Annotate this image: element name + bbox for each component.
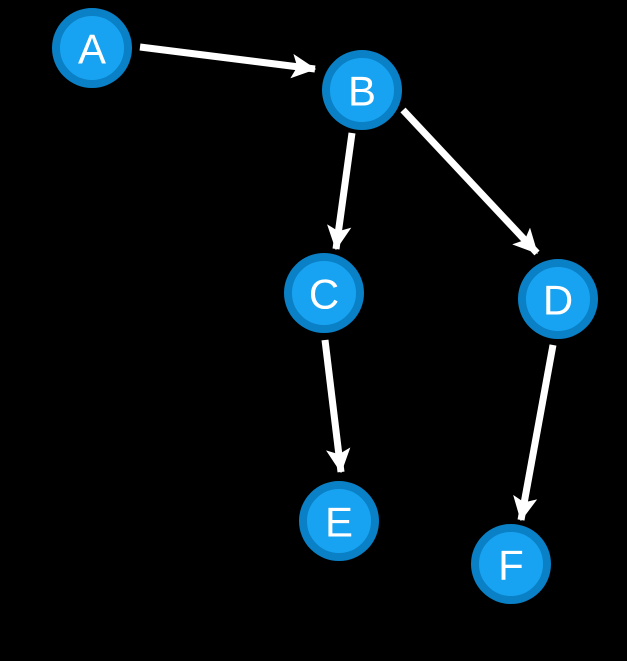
node-E[interactable]: E: [299, 481, 379, 561]
edge-B-D: [400, 107, 540, 256]
node-E-circle[interactable]: [299, 481, 379, 561]
node-C[interactable]: C: [284, 253, 364, 333]
node-B[interactable]: B: [322, 50, 402, 130]
edge-C-E: [321, 339, 351, 474]
edge-D-F: [513, 344, 557, 522]
node-C-circle[interactable]: [284, 253, 364, 333]
node-D-circle[interactable]: [518, 259, 598, 339]
node-B-circle[interactable]: [322, 50, 402, 130]
node-F-circle[interactable]: [471, 524, 551, 604]
edge-B-C: [327, 132, 356, 251]
node-A[interactable]: A: [52, 8, 132, 88]
node-D[interactable]: D: [518, 259, 598, 339]
node-A-circle[interactable]: [52, 8, 132, 88]
edge-A-B: [139, 43, 317, 79]
node-F[interactable]: F: [471, 524, 551, 604]
